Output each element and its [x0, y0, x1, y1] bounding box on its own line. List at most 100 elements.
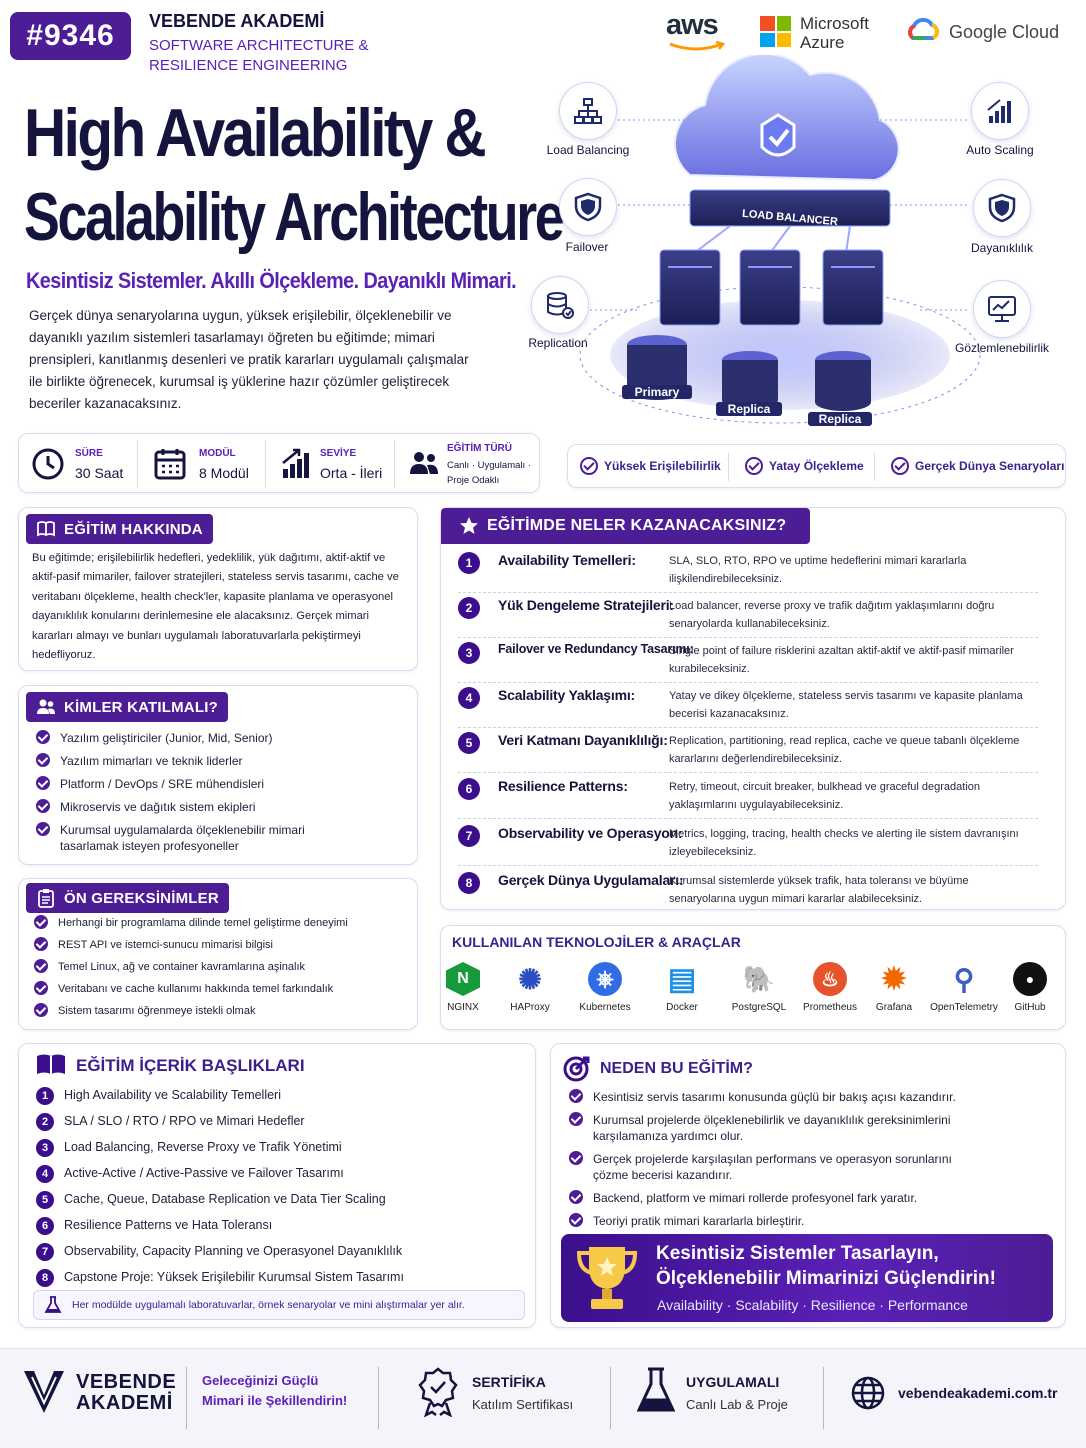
check-icon — [36, 776, 50, 790]
nginx-icon: N — [446, 962, 480, 996]
level-icon — [281, 447, 311, 484]
check-icon — [580, 457, 598, 475]
aws-logo: aws — [666, 10, 732, 54]
grafana-icon: ✹ — [881, 962, 907, 996]
list-item: REST API ve istemci-sunucu mimarisi bilg… — [34, 937, 412, 953]
intro-text: Gerçek dünya senaryolarına uygun, yüksek… — [29, 308, 469, 411]
opentelemetry-icon: ⚲ — [953, 963, 975, 995]
primary-db-label: Primary — [622, 385, 692, 399]
tech-opentelemetry: ⚲OpenTelemetry — [930, 963, 998, 1014]
features-bar: Yüksek Erişilebilirlik Yatay Ölçekleme G… — [567, 444, 1066, 488]
prereq-list: Herhangi bir programlama dilinde temel g… — [34, 915, 412, 1019]
check-icon — [569, 1151, 583, 1165]
duration-label: SÜRE — [75, 448, 103, 459]
docker-icon: ▤ — [667, 962, 697, 996]
tagline: Kesintisiz Sistemler. Akıllı Ölçekleme. … — [26, 268, 517, 293]
tech-docker: ▤Docker — [666, 962, 698, 1014]
tech-postgresql: 🐘PostgreSQL — [731, 963, 787, 1014]
vebende-logo-icon — [22, 1367, 66, 1422]
why-list: Kesintisiz servis tasarımı konusunda güç… — [569, 1089, 989, 1229]
list-item: Yazılım geliştiriciler (Junior, Mid, Sen… — [36, 730, 406, 746]
cta-line1: Kesintisiz Sistemler Tasarlayın, — [656, 1243, 939, 1264]
failover-icon — [559, 178, 617, 236]
list-item: Mikroservis ve dağıtık sistem ekipleri — [36, 799, 406, 815]
brand-subtitle-line2: RESILIENCE ENGINEERING — [149, 57, 348, 74]
auto-scaling-icon — [971, 82, 1029, 140]
google-cloud-logo: Google Cloud — [905, 16, 1065, 50]
check-icon — [34, 1003, 48, 1017]
list-item: Temel Linux, ağ ve container kavramların… — [34, 959, 412, 975]
tech-github: ●GitHub — [995, 962, 1065, 1013]
list-item: Veritabanı ve cache kullanımı hakkında t… — [34, 981, 412, 997]
modules-label: MODÜL — [199, 448, 236, 459]
footer-website[interactable]: vebendeakademi.com.tr — [898, 1385, 1058, 1401]
about-header: EĞİTİM HAKKINDA — [26, 514, 213, 544]
google-cloud-icon — [908, 17, 939, 40]
duration-value: 30 Saat — [75, 465, 124, 481]
footer-cert-sub: Katılım Sertifikası — [472, 1397, 574, 1412]
feature-horizontal-scaling: Yatay Ölçekleme — [745, 457, 864, 475]
observability-icon — [973, 280, 1031, 338]
tech-haproxy: ✺HAProxy — [510, 963, 550, 1014]
course-number-badge: #9346 — [10, 12, 131, 60]
tech-title: KULLANILAN TEKNOLOJİLER & ARAÇLAR — [452, 934, 741, 950]
target-icon — [563, 1054, 591, 1087]
durability-label: Dayanıklılık — [970, 241, 1034, 255]
list-item: Platform / DevOps / SRE mühendisleri — [36, 776, 406, 792]
level-value: Orta - İleri — [320, 465, 383, 481]
book-open-icon — [35, 1052, 67, 1083]
check-icon — [34, 959, 48, 973]
feature-real-world: Gerçek Dünya Senaryoları — [891, 457, 1064, 475]
check-icon — [891, 457, 909, 475]
replica-db-label-1: Replica — [716, 402, 782, 416]
tech-grafana: ✹Grafana — [875, 962, 913, 1014]
footer-brand-line1: VEBENDE — [76, 1371, 177, 1393]
modules-value: 8 Modül — [199, 465, 249, 481]
list-item: Sistem tasarımı öğrenmeye istekli olmak — [34, 1003, 412, 1019]
postgresql-icon: 🐘 — [742, 963, 776, 994]
check-icon — [36, 753, 50, 767]
certificate-icon — [418, 1367, 458, 1422]
calendar-icon — [154, 447, 186, 486]
cta-line2: Ölçeklenebilir Mimarinizi Güçlendirin! — [656, 1268, 996, 1289]
list-item: Herhangi bir programlama dilinde temel g… — [34, 915, 412, 931]
github-icon: ● — [1013, 962, 1047, 996]
list-item: Teoriyi pratik mimari kararlarla birleşt… — [569, 1213, 989, 1229]
feature-high-availability: Yüksek Erişilebilirlik — [580, 457, 721, 475]
clock-icon — [31, 447, 65, 486]
failover-label: Failover — [565, 240, 609, 254]
footer-lab-sub: Canlı Lab & Proje — [686, 1397, 788, 1412]
prometheus-icon: ♨ — [813, 962, 847, 996]
observability-label: Gözlemlenebilirlik — [954, 341, 1050, 355]
replication-icon — [531, 276, 589, 334]
list-item: Kurumsal uygulamalarda ölçeklenebilir mi… — [36, 822, 406, 854]
content-title: EĞİTİM İÇERİK BAŞLIKLARI — [76, 1056, 305, 1075]
book-icon — [37, 521, 55, 537]
cta-banner: Kesintisiz Sistemler Tasarlayın, Ölçekle… — [561, 1234, 1053, 1322]
check-icon — [569, 1112, 583, 1126]
list-item: Gerçek projelerde karşılaşılan performan… — [569, 1151, 989, 1183]
prereq-header: ÖN GEREKSİNİMLER — [26, 883, 229, 913]
kubernetes-icon: ⎈ — [588, 962, 622, 996]
tech-prometheus: ♨Prometheus — [795, 962, 865, 1013]
azure-logo: Microsoft Azure — [760, 14, 875, 54]
list-item: Yazılım mimarları ve teknik liderler — [36, 753, 406, 769]
brand-name: VEBENDE AKADEMİ — [149, 11, 325, 31]
gains-card — [440, 507, 1066, 910]
check-icon — [34, 937, 48, 951]
replica-db-label-2: Replica — [808, 412, 872, 426]
load-balancing-label: Load Balancing — [546, 143, 630, 157]
brand-subtitle-line1: SOFTWARE ARCHITECTURE & — [149, 37, 369, 54]
